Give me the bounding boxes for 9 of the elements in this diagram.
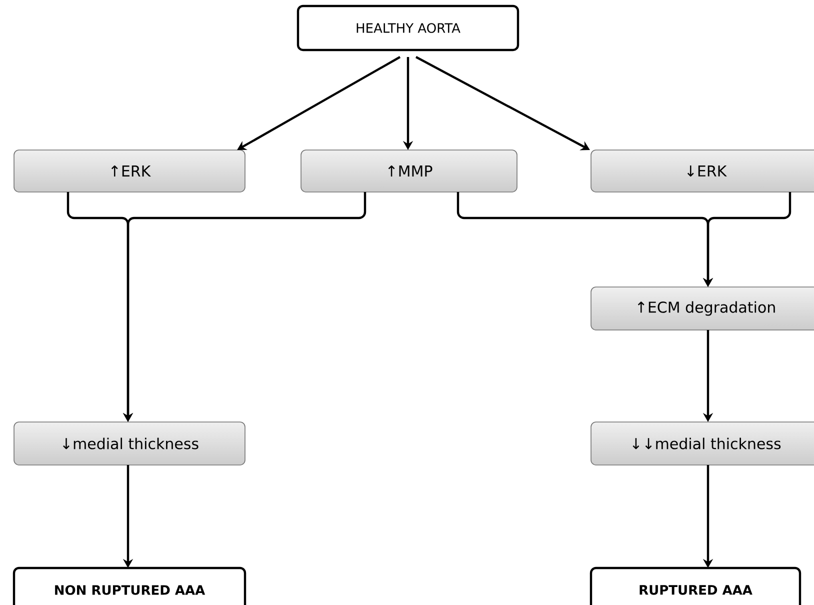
outcome-box: RUPTURED AAA	[590, 566, 802, 605]
outcome-box: NON RUPTURED AAA	[12, 566, 246, 605]
start-box: HEALTHY AORTA	[296, 4, 520, 52]
process-box: ↓↓medial thickness	[590, 422, 814, 466]
process-box: ↓medial thickness	[14, 422, 246, 466]
process-box: ↑ECM degradation	[590, 286, 814, 330]
process-box: ↑MMP	[300, 150, 518, 192]
process-box: ↑ERK	[14, 150, 246, 192]
process-box: ↓ERK	[590, 150, 814, 192]
